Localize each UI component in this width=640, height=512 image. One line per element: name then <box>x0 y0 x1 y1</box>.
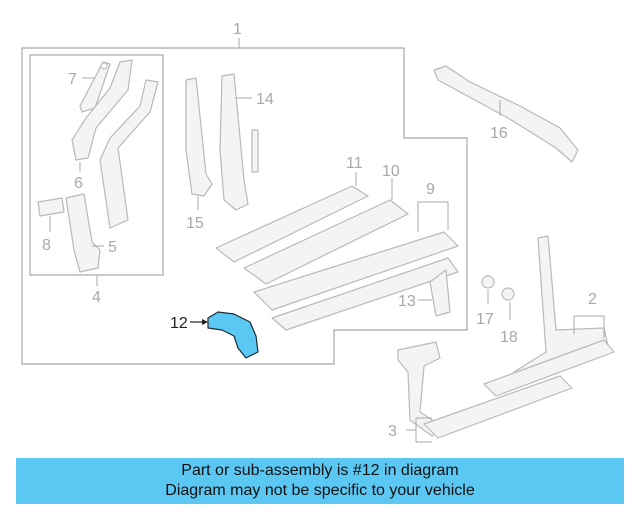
callout-4: 4 <box>92 289 101 306</box>
callout-9: 9 <box>426 181 435 198</box>
part-9-sill-lower <box>271 257 459 331</box>
part-6-pillar <box>71 59 133 161</box>
part-14-pillar <box>219 73 249 211</box>
part-7-clip <box>100 62 108 70</box>
callout-12: 12 <box>170 315 188 332</box>
callout-10: 10 <box>382 163 400 180</box>
callout-7: 7 <box>68 71 77 88</box>
callout-13: 13 <box>398 293 416 310</box>
callout-8: 8 <box>42 237 51 254</box>
leader-12-arrow <box>202 319 208 325</box>
part-5-brace <box>65 193 101 273</box>
part-11-rocker <box>215 185 369 263</box>
callout-5: 5 <box>108 239 117 256</box>
info-banner: Part or sub-assembly is #12 in diagram D… <box>16 458 624 504</box>
part-16-roof-rail <box>433 65 579 163</box>
part-6-pillar-inner <box>99 79 159 229</box>
banner-line-1: Part or sub-assembly is #12 in diagram <box>181 462 459 479</box>
callout-18: 18 <box>500 329 518 346</box>
callout-17: 17 <box>476 311 494 328</box>
callout-14: 14 <box>256 91 274 108</box>
part-8-bracket <box>37 197 65 217</box>
leader-9 <box>417 201 449 232</box>
callout-2: 2 <box>588 291 597 308</box>
part-18-clip <box>501 287 515 301</box>
leader-3 <box>406 417 432 443</box>
part-3-sill <box>423 375 573 439</box>
part-10-rocker <box>243 199 409 285</box>
callout-3: 3 <box>388 423 397 440</box>
part-9-sill <box>253 231 459 311</box>
callout-16: 16 <box>490 125 508 142</box>
parts-diagram: 1 4 7 6 5 8 15 14 11 10 9 13 12 <box>21 21 615 443</box>
callout-11: 11 <box>346 155 363 172</box>
part-15-pillar <box>185 77 213 197</box>
banner-line-2: Diagram may not be specific to your vehi… <box>165 482 475 499</box>
part-17-clip <box>481 275 495 289</box>
part-12-highlighted[interactable] <box>207 311 259 359</box>
part-7-strip <box>79 61 111 113</box>
part-13-plate <box>429 269 451 317</box>
part-2-sill <box>483 339 615 397</box>
callout-15: 15 <box>186 215 204 232</box>
assembly-frame-1 <box>21 47 468 365</box>
leader-2 <box>573 315 605 338</box>
part-14-strip <box>251 129 259 173</box>
callout-6: 6 <box>74 175 83 192</box>
callout-1: 1 <box>233 21 242 38</box>
